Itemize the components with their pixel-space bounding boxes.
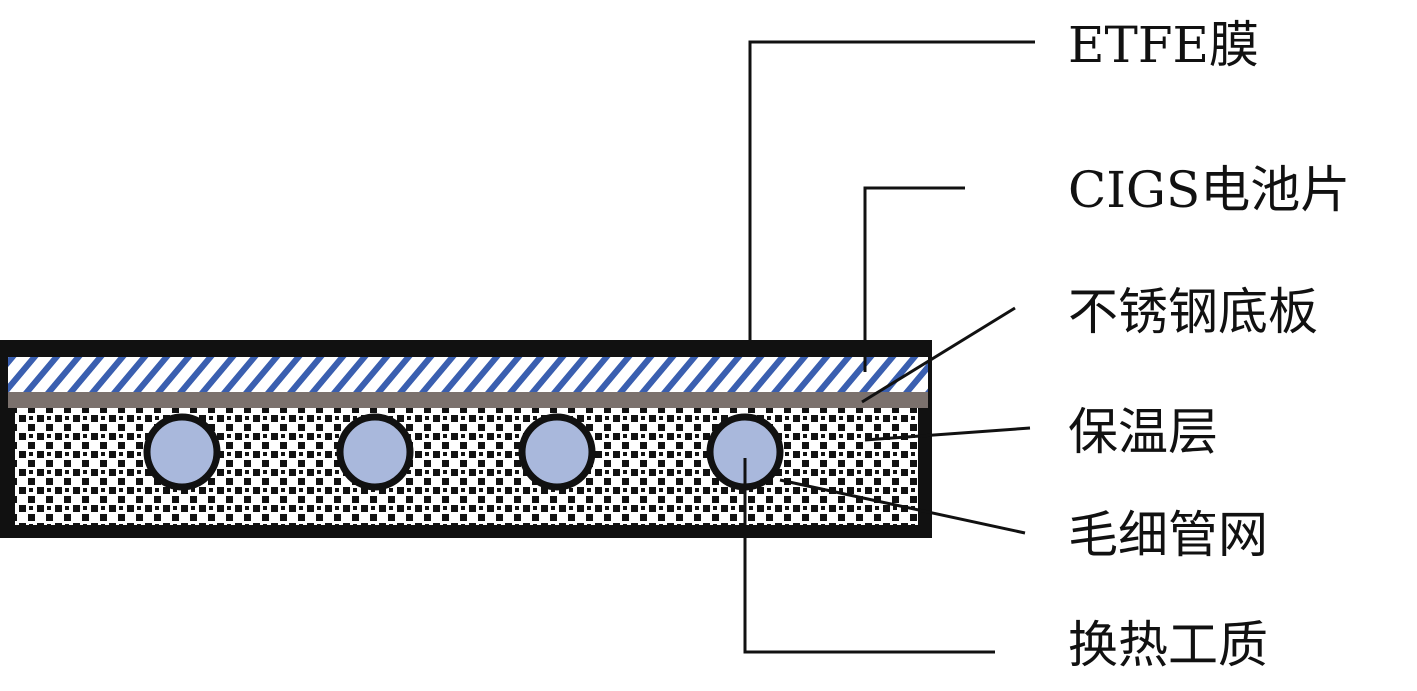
fluid-leader [743,458,995,654]
tube [143,413,221,491]
label-etfe: ETFE膜 [1068,16,1260,74]
etfe-leader [748,40,1035,340]
tube [518,413,596,491]
capillary-leader [779,478,1026,535]
tube [336,413,414,491]
label-steel: 不锈钢底板 [1068,283,1318,341]
etfe-cigs-layer [8,357,928,393]
steel-leader [861,306,1016,404]
label-cigs: CIGS电池片 [1068,161,1351,219]
leader-lines [743,40,1035,654]
label-fluid: 换热工质 [1068,616,1268,674]
insulation-leader [864,426,1031,442]
label-capillary: 毛细管网 [1068,506,1268,564]
capillary-tubes [143,413,784,491]
cigs-leader [863,186,965,372]
label-insulation: 保温层 [1068,403,1218,461]
steel-plate-layer [8,392,928,408]
